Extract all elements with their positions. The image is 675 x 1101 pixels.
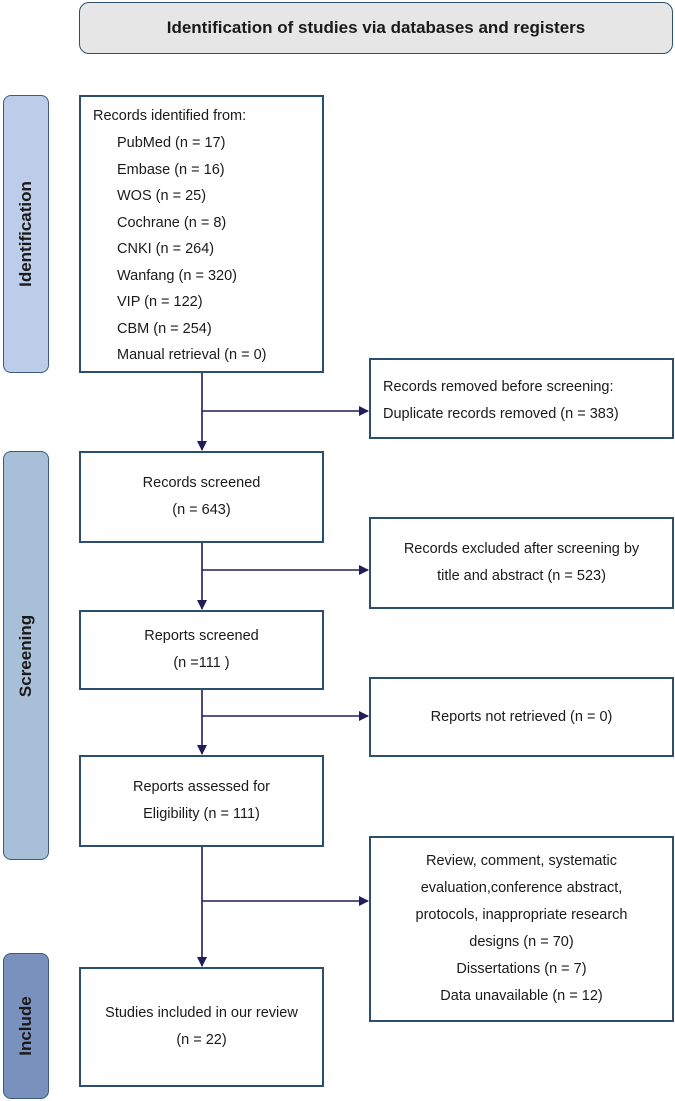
records-excluded-box: Records excluded after screening by titl… [369, 517, 674, 609]
reports-not-retrieved-line1: Reports not retrieved (n = 0) [430, 708, 613, 725]
exclusion-reason-line: Data unavailable (n = 12) [440, 988, 603, 1004]
source-item: PubMed (n = 17) [117, 135, 226, 151]
records-removed-box: Records removed before screening: Duplic… [369, 358, 674, 439]
stage-screening: Screening [3, 451, 49, 860]
records-screened-line1: Records screened [142, 475, 261, 491]
records-excluded-line1: Records excluded after screening by [403, 541, 640, 557]
reports-assessed-box: Reports assessed for Eligibility (n = 11… [79, 755, 324, 847]
records-screened-line2: (n = 643) [172, 502, 231, 518]
source-item: Cochrane (n = 8) [117, 214, 227, 231]
exclusion-reasons-box: Review, comment, systematic evaluation,c… [369, 836, 674, 1022]
stage-identification: Identification [3, 95, 49, 373]
records-identified-box: Records identified from: PubMed (n = 17)… [79, 95, 324, 373]
stage-include: Include [3, 953, 49, 1099]
source-item: Embase (n = 16) [117, 161, 225, 178]
reports-not-retrieved-box: Reports not retrieved (n = 0) [369, 677, 674, 757]
reports-assessed-line2: Eligibility (n = 111) [143, 806, 260, 822]
exclusion-reason-line: Dissertations (n = 7) [456, 961, 587, 977]
reports-screened-box: Reports screened (n =111 ) [79, 610, 324, 690]
studies-included-line1: Studies included in our review [105, 1005, 298, 1021]
flow-header: Identification of studies via databases … [79, 2, 673, 54]
exclusion-reason-line: protocols, inappropriate research [415, 907, 628, 923]
exclusion-reason-line: evaluation,conference abstract, [420, 880, 623, 896]
records-excluded-line2: title and abstract (n = 523) [437, 568, 606, 584]
source-item: CBM (n = 254) [117, 320, 212, 337]
records-removed-line2: Duplicate records removed (n = 383) [383, 406, 619, 422]
source-item: CNKI (n = 264) [117, 241, 215, 257]
source-item: Manual retrieval (n = 0) [117, 347, 267, 363]
records-identified-heading: Records identified from: [93, 108, 247, 124]
records-removed-line1: Records removed before screening: [383, 379, 614, 395]
exclusion-reason-line: Review, comment, systematic [426, 853, 617, 869]
studies-included-line2: (n = 22) [176, 1032, 227, 1048]
source-item: Wanfang (n = 320) [117, 267, 237, 284]
records-screened-box: Records screened (n = 643) [79, 451, 324, 543]
reports-screened-line2: (n =111 ) [173, 655, 230, 671]
studies-included-box: Studies included in our review (n = 22) [79, 967, 324, 1087]
reports-assessed-line1: Reports assessed for [132, 779, 270, 795]
flow-header-title: Identification of studies via databases … [166, 18, 586, 37]
reports-screened-line1: Reports screened [144, 628, 259, 644]
source-item: WOS (n = 25) [117, 188, 207, 204]
source-item: VIP (n = 122) [117, 294, 203, 310]
exclusion-reason-line: designs (n = 70) [469, 934, 574, 950]
